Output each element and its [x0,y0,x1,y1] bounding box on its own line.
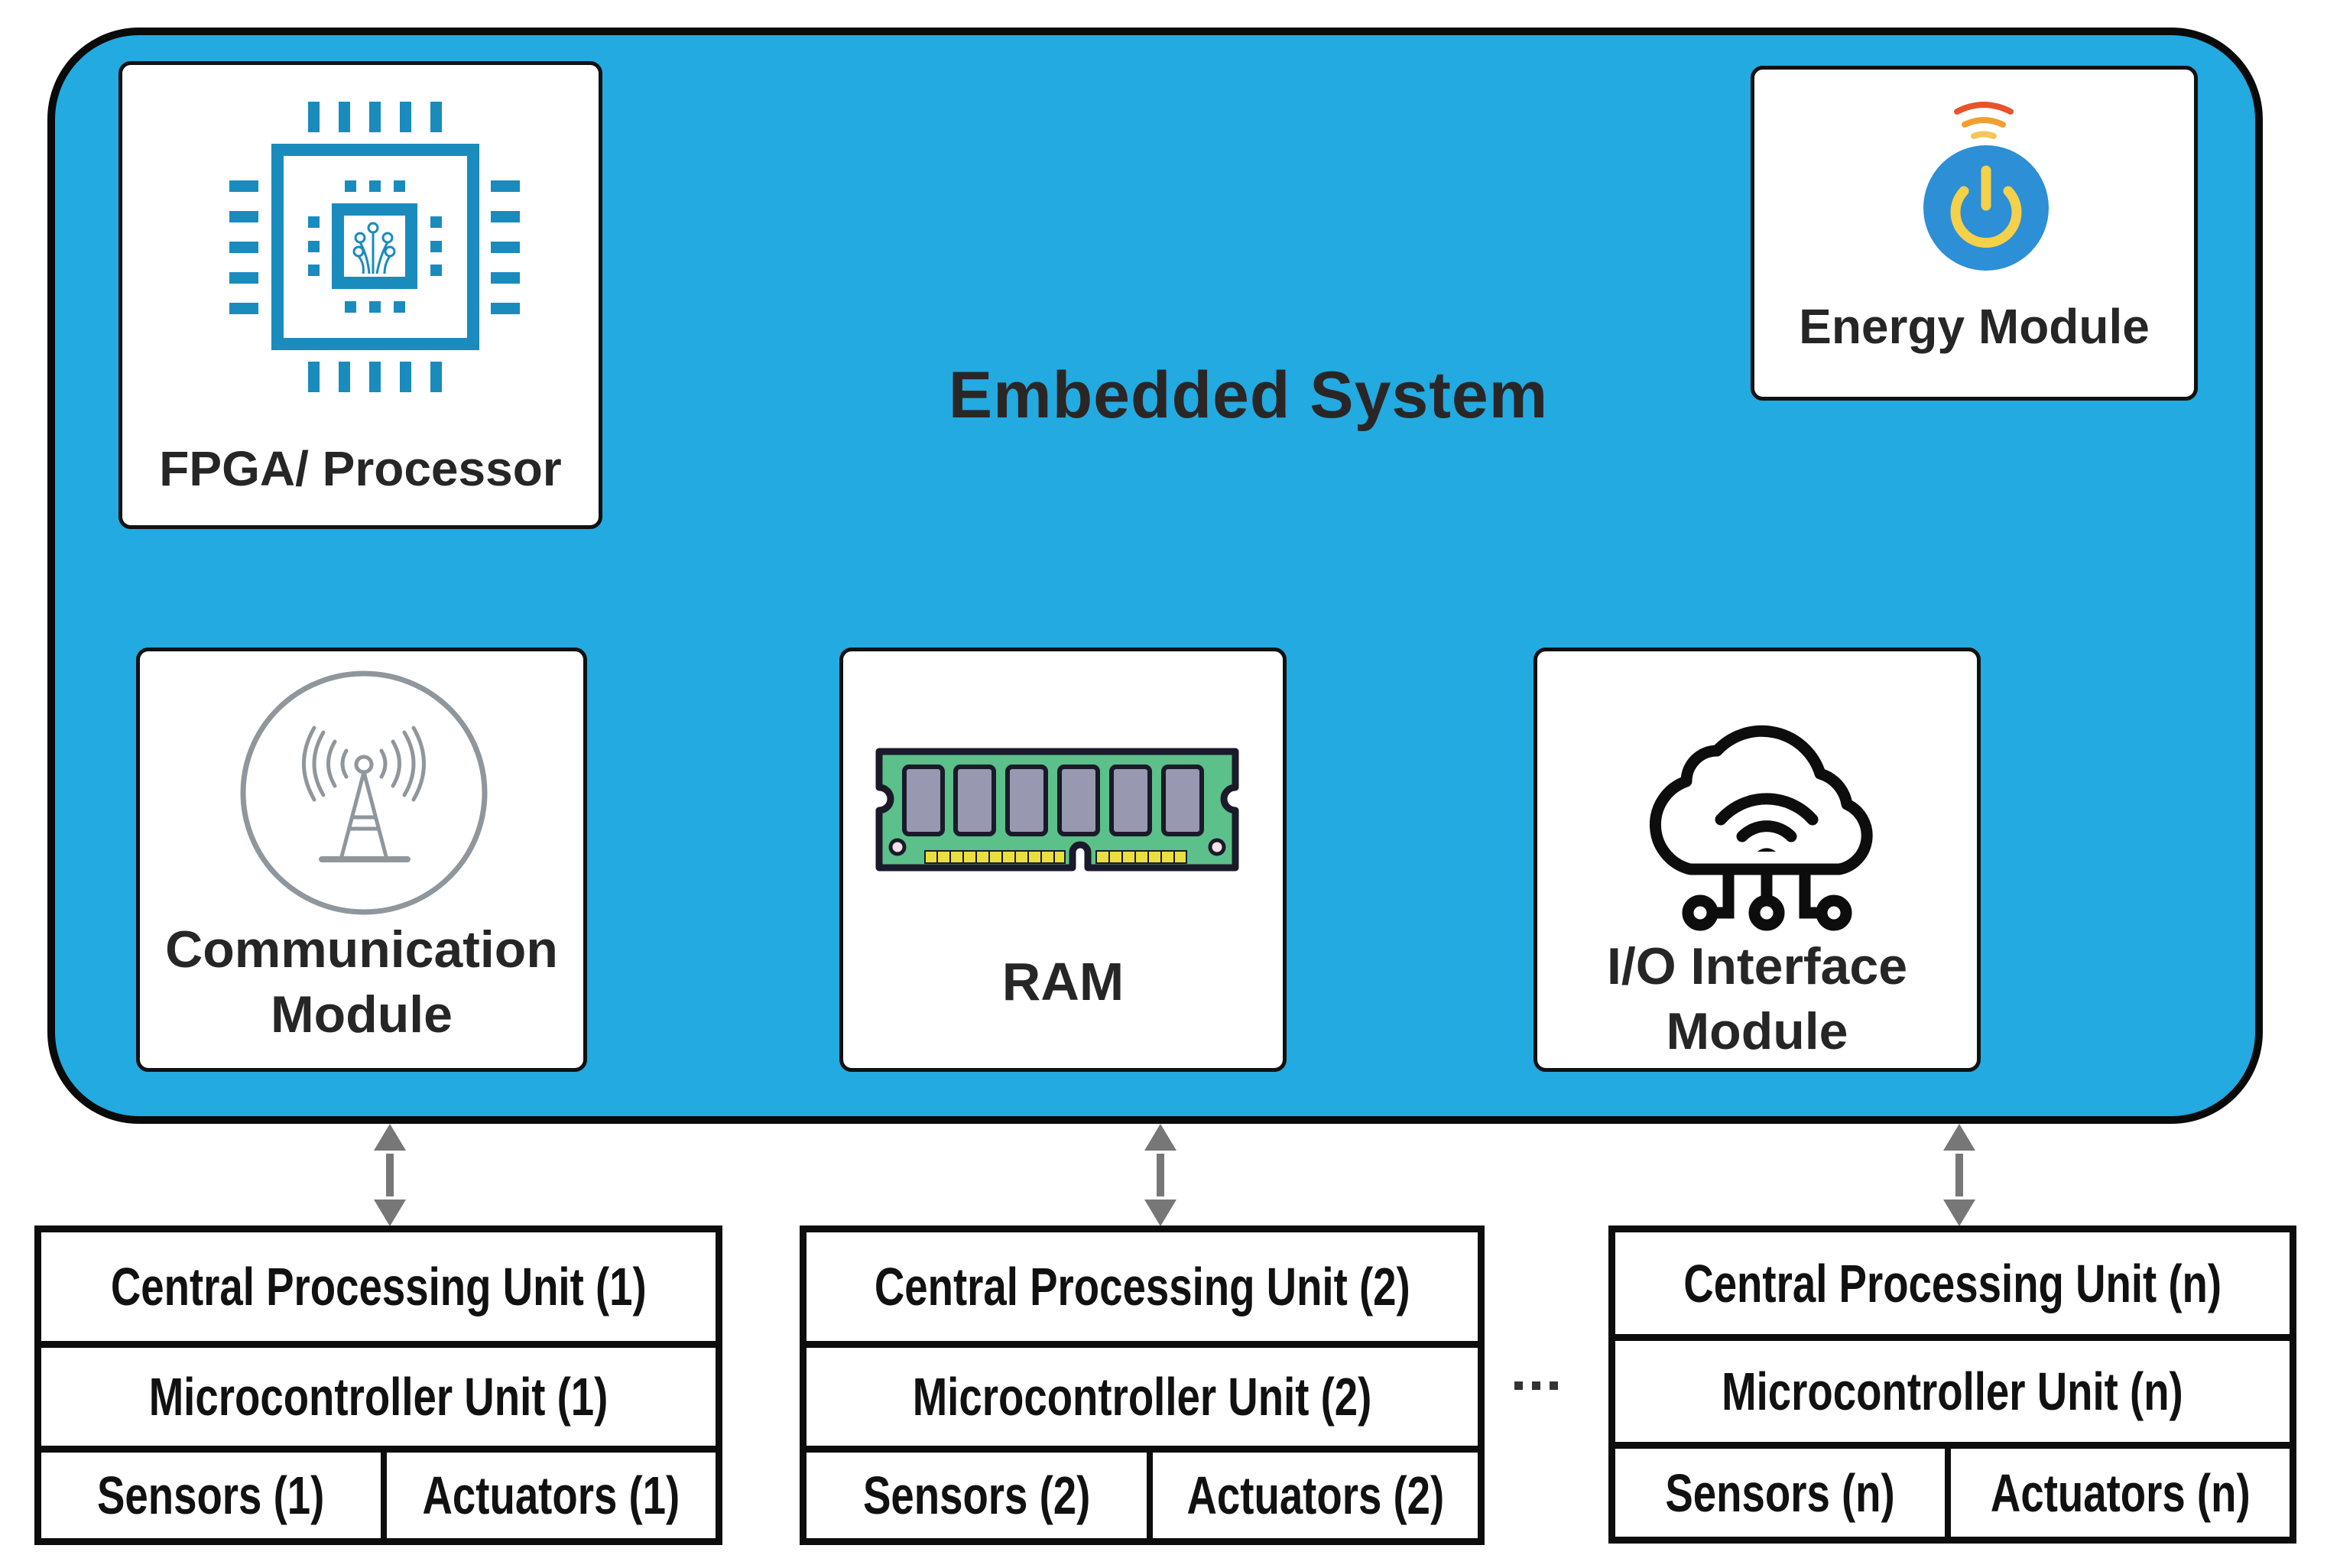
actuators-cell: Actuators (1) [381,1453,716,1538]
mcu-label: Microcontroller Unit (1) [148,1367,609,1427]
cpu-row: Central Processing Unit (1) [41,1232,716,1341]
mcu-row: Microcontroller Unit (2) [806,1341,1478,1446]
unit-stack-1: Central Processing Unit (1) Microcontrol… [34,1226,722,1545]
mcu-label: Microcontroller Unit (2) [912,1367,1372,1427]
actuators-label: Actuators (2) [1186,1466,1444,1525]
unit-stack-n: Central Processing Unit (n) Microcontrol… [1608,1226,2296,1544]
actuators-label: Actuators (1) [422,1466,680,1525]
io-interface-module: I/O Interface Module [1533,648,1981,1072]
cpu-row: Central Processing Unit (n) [1615,1232,2290,1334]
actuators-cell: Actuators (2) [1147,1453,1478,1538]
energy-module-label: Energy Module [1799,299,2150,354]
unit-stack-2: Central Processing Unit (2) Microcontrol… [800,1226,1485,1545]
ellipsis-more-units [1512,1376,1563,1394]
memory-stick-icon [875,748,1239,872]
mcu-row: Microcontroller Unit (1) [41,1341,716,1446]
sensors-label: Sensors (1) [97,1466,325,1525]
mcu-row: Microcontroller Unit (n) [1615,1334,2290,1442]
cpu-row: Central Processing Unit (2) [806,1232,1478,1341]
io-interface-label-line1: I/O Interface [1606,937,1908,995]
ram-label: RAM [1001,952,1125,1011]
communication-module-label-line1: Communication [165,920,558,979]
fpga-processor-module: FPGA/ Processor [118,61,602,529]
io-devices-row: Sensors (1) Actuators (1) [41,1446,716,1538]
communication-module-label-line2: Module [271,985,453,1044]
sensors-label: Sensors (2) [862,1466,1091,1525]
bidirectional-arrow-unit-1 [374,1124,406,1226]
power-button-icon [1923,102,2049,271]
cpu-label: Central Processing Unit (n) [1683,1253,2222,1313]
cpu-label: Central Processing Unit (2) [874,1257,1410,1316]
io-devices-row: Sensors (n) Actuators (n) [1615,1442,2290,1537]
ram-module: RAM [839,648,1287,1072]
communication-module: Communication Module [136,648,587,1072]
system-title: Embedded System [948,359,1549,432]
sensors-cell: Sensors (n) [1615,1449,1945,1537]
bidirectional-arrow-unit-2 [1144,1124,1176,1226]
energy-module: Energy Module [1751,66,2198,401]
actuators-cell: Actuators (n) [1945,1449,2290,1537]
sensors-cell: Sensors (2) [806,1453,1147,1538]
cpu-label: Central Processing Unit (1) [110,1257,647,1316]
antenna-tower-icon [240,670,488,915]
actuators-label: Actuators (n) [1990,1462,2251,1523]
cpu-chip-icon [229,102,520,392]
fpga-processor-label: FPGA/ Processor [159,441,562,496]
cloud-network-icon [1649,725,1873,931]
io-interface-label-line2: Module [1666,1002,1848,1060]
bidirectional-arrow-unit-n [1943,1124,1975,1226]
sensors-cell: Sensors (1) [41,1453,381,1538]
mcu-label: Microcontroller Unit (n) [1722,1362,2183,1421]
sensors-label: Sensors (n) [1665,1462,1895,1523]
io-devices-row: Sensors (2) Actuators (2) [806,1446,1478,1538]
